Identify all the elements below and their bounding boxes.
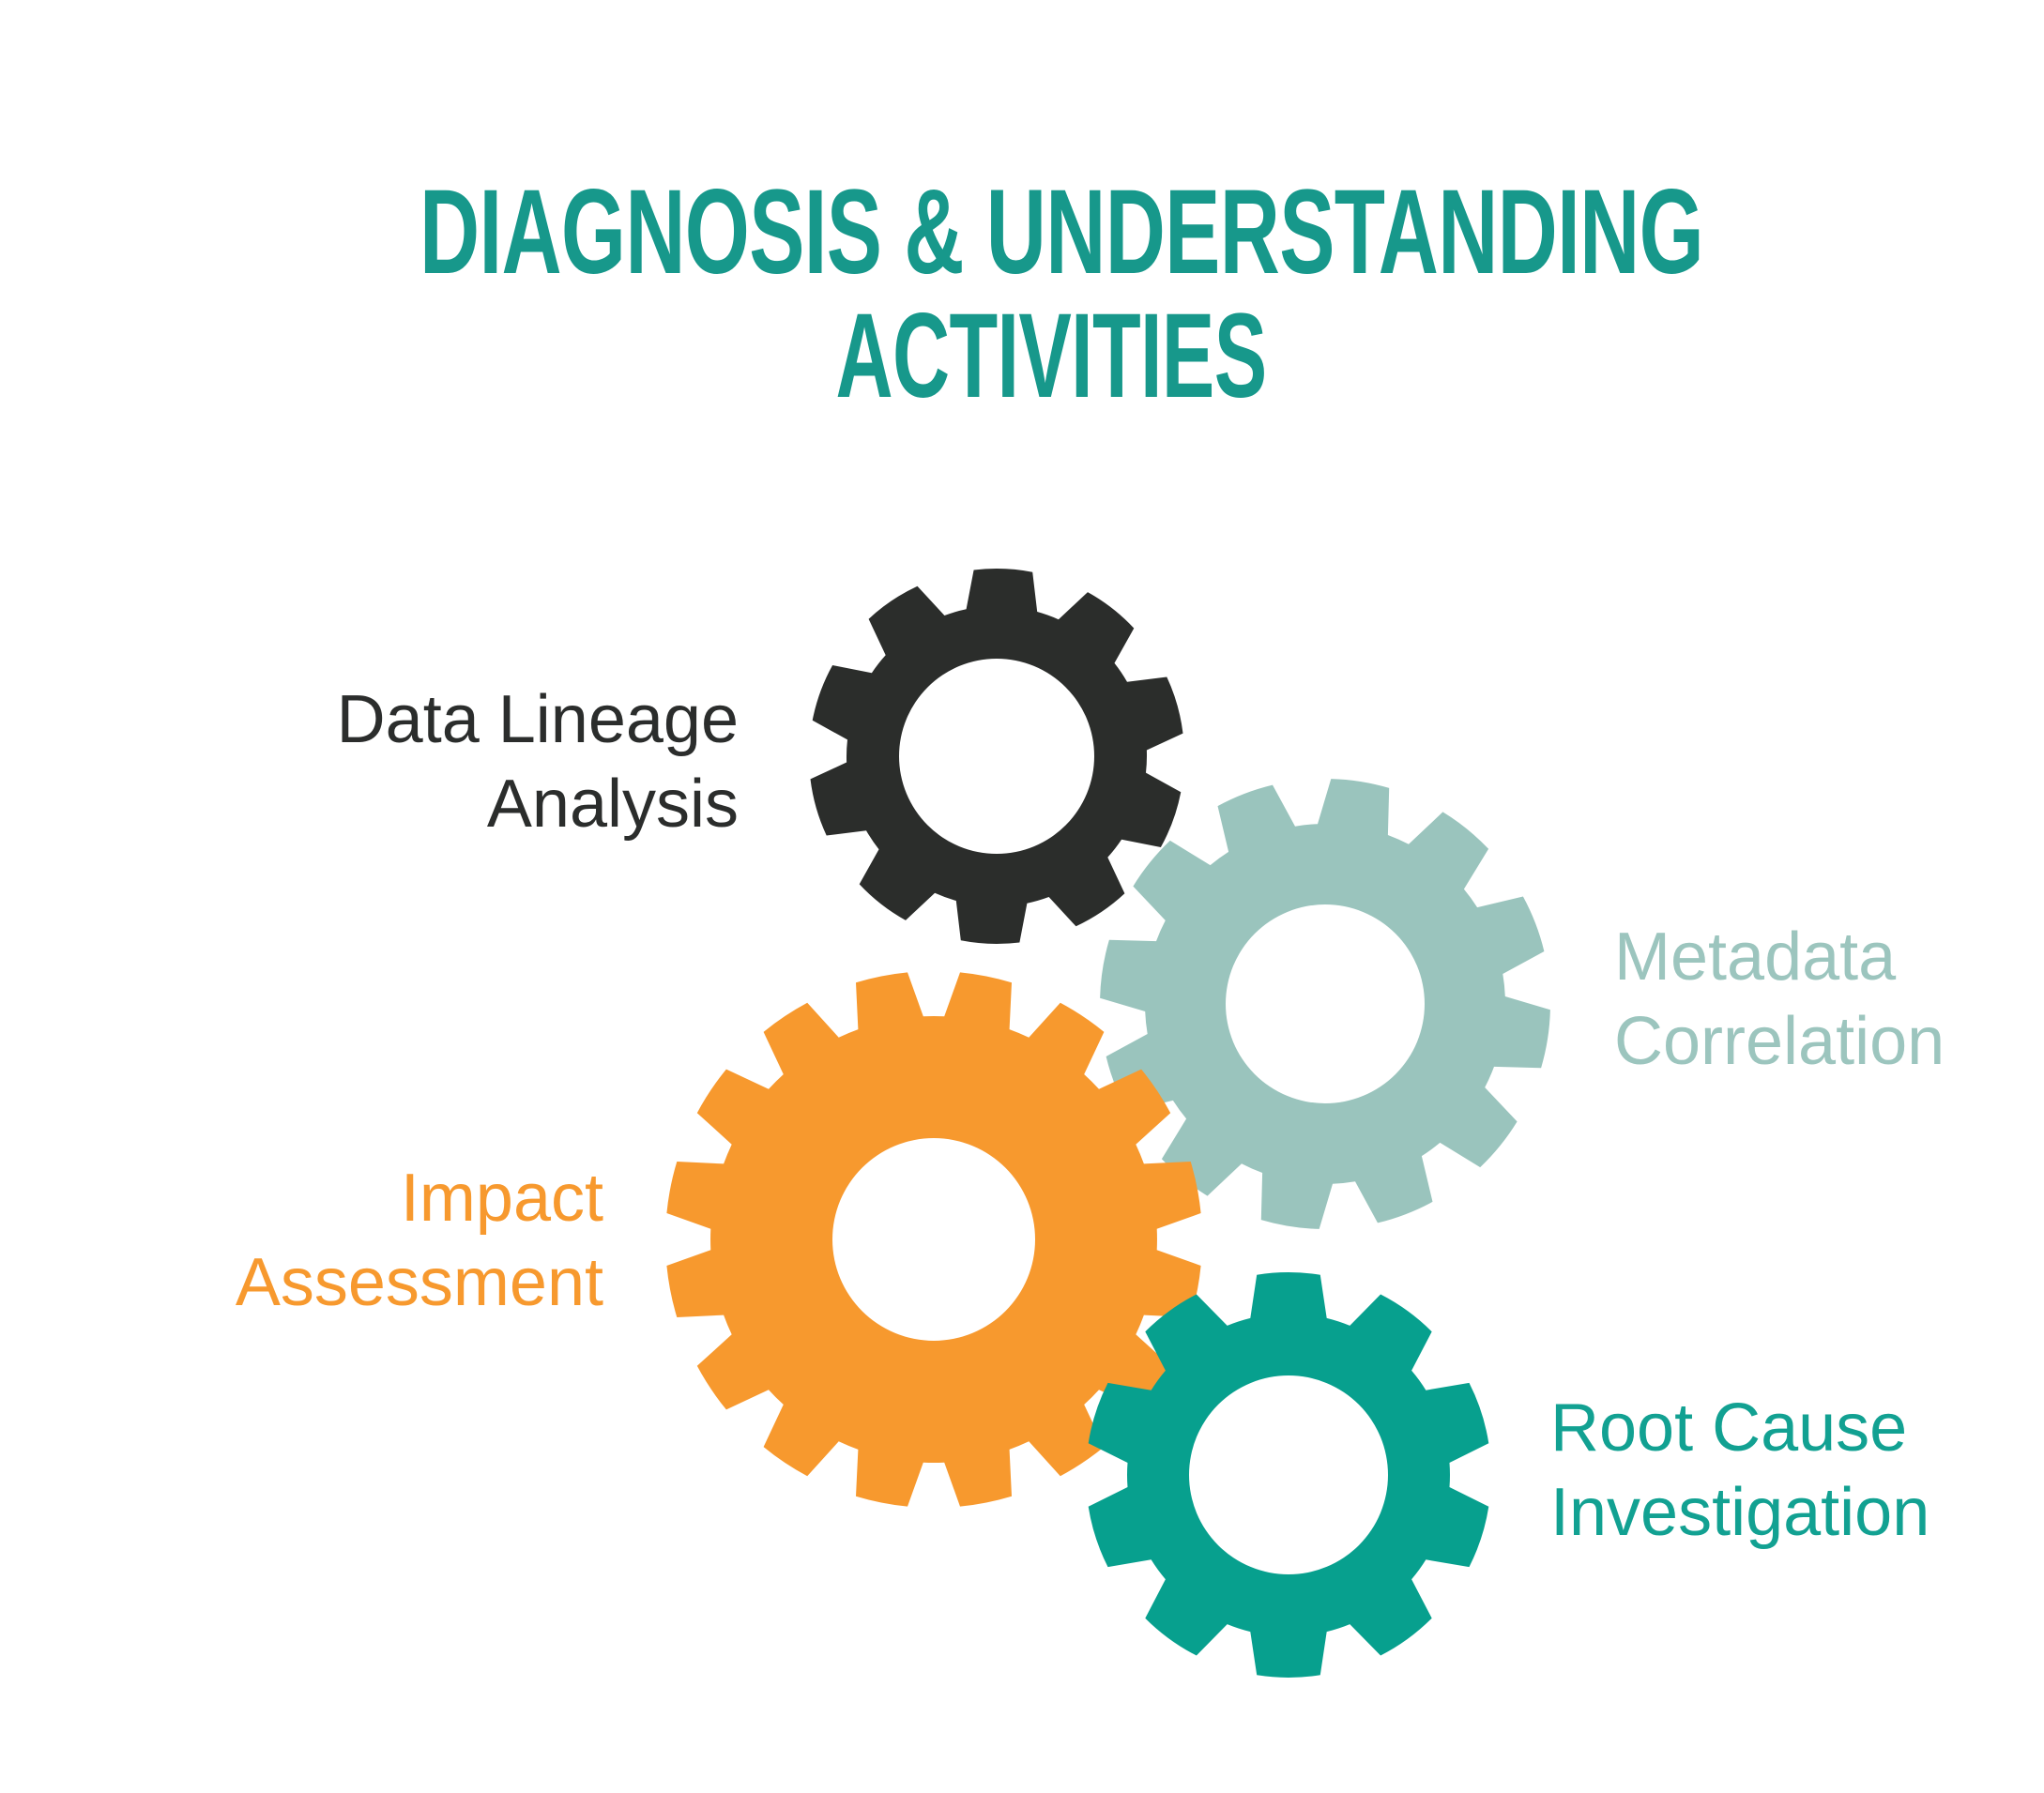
title-line-2: ACTIVITIES <box>836 289 1267 423</box>
label-line: Root Cause <box>1550 1390 1908 1466</box>
metadata-gear-icon <box>1100 779 1550 1229</box>
title-line-1: DIAGNOSIS & UNDERSTANDING <box>419 165 1703 299</box>
label-metadata-correlation: Metadata Correlation <box>1614 915 1945 1084</box>
page-title: DIAGNOSIS & UNDERSTANDING ACTIVITIES <box>419 165 1704 423</box>
data-lineage-gear-icon <box>810 569 1183 944</box>
label-data-lineage-analysis: Data Lineage Analysis <box>337 677 739 846</box>
label-line: Assessment <box>235 1245 603 1320</box>
label-line: Data Lineage <box>336 682 739 757</box>
impact-gear-icon <box>666 972 1201 1507</box>
label-line: Correlation <box>1614 1004 1945 1079</box>
label-line: Impact <box>400 1161 603 1236</box>
label-root-cause-investigation: Root Cause Investigation <box>1550 1386 1930 1555</box>
label-line: Metadata <box>1614 919 1897 995</box>
root-cause-gear-icon <box>1088 1272 1489 1678</box>
label-line: Investigation <box>1550 1475 1930 1550</box>
label-line: Analysis <box>486 767 739 842</box>
label-impact-assessment: Impact Assessment <box>236 1156 603 1325</box>
